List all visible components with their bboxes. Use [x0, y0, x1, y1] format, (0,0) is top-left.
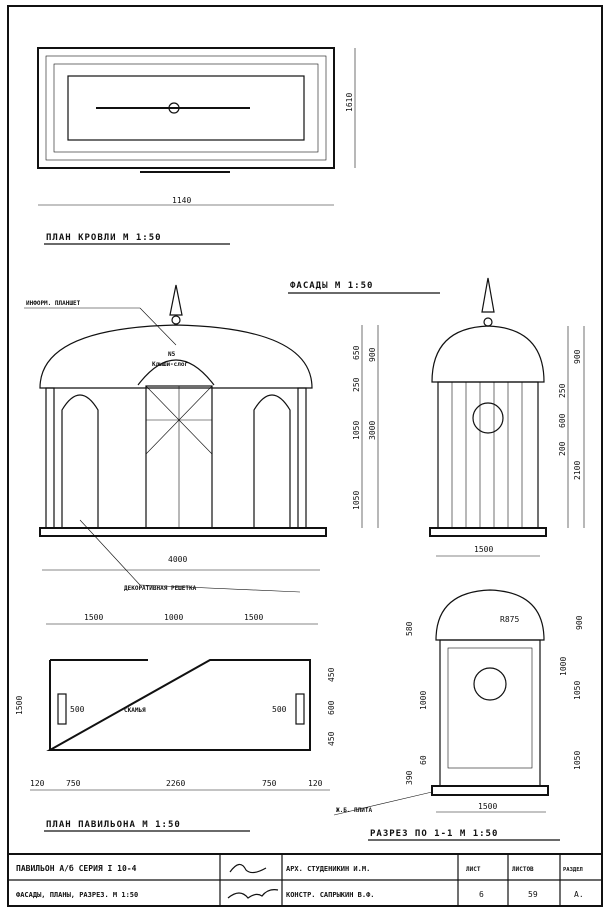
- pavilion-plan: 1500 1000 1500 500 500 СКАМЬЯ 1500 450 6…: [15, 613, 336, 832]
- side-facade: 1500 900 250 600 200 2100: [429, 277, 585, 557]
- dim: 1500: [244, 613, 263, 622]
- dim: 200: [558, 441, 567, 456]
- dim: 250: [352, 377, 361, 392]
- dim: 750: [262, 779, 277, 788]
- project-name: ПАВИЛЬОН А/б СЕРИЯ I 10-4: [16, 863, 137, 873]
- front-facade: ФАСАДЫ М 1:50 ИНФОРМ. ПЛАНШЕТ N5 Клыши-с…: [24, 281, 440, 593]
- engineer-name: КОНСТР. САПРЫКИН В.Ф.: [286, 891, 375, 899]
- dim: 600: [327, 700, 336, 715]
- dim: 250: [558, 383, 567, 398]
- dim: 750: [66, 779, 81, 788]
- roof-plan: 1140 1610 ПЛАН КРОВЛИ М 1:50: [37, 47, 356, 245]
- sheet-number: 6: [479, 890, 484, 899]
- dim: 650: [352, 345, 361, 360]
- dim: 450: [327, 731, 336, 746]
- dim: 2260: [166, 779, 185, 788]
- dim: 900: [368, 347, 377, 362]
- dim: 450: [327, 667, 336, 682]
- sheets-count: 59: [528, 890, 538, 899]
- sheet-title: ФАСАДЫ, ПЛАНЫ, РАЗРЕЗ. М 1:50: [16, 891, 138, 899]
- title-block: ПАВИЛЬОН А/б СЕРИЯ I 10-4 ФАСАДЫ, ПЛАНЫ,…: [7, 853, 603, 907]
- dim: 1000: [559, 657, 568, 676]
- dim: 2100: [573, 461, 582, 480]
- front-width-dim: 4000: [168, 555, 187, 564]
- board-number: N5: [168, 351, 176, 358]
- dim: 1050: [573, 681, 582, 700]
- section-1-1: R875 580 900 1000 1050 1000 1050 390 60 …: [333, 589, 584, 841]
- sheet-frame: [7, 5, 603, 907]
- dim: 1500: [478, 802, 497, 811]
- dim: 1000: [419, 691, 428, 710]
- dim: 900: [573, 349, 582, 364]
- dim: 1500: [15, 696, 24, 715]
- signature-architect: [229, 863, 267, 874]
- plan-title: ПЛАН ПАВИЛЬОНА М 1:50: [46, 820, 181, 830]
- dim: 500: [70, 705, 85, 714]
- dim: 600: [558, 413, 567, 428]
- dim: 900: [575, 615, 584, 630]
- dim: 1050: [352, 491, 361, 510]
- dim: 60: [419, 755, 428, 765]
- dim-height: 1610: [345, 93, 354, 112]
- radius-dim: R875: [500, 615, 519, 624]
- section-value: А.: [574, 890, 584, 899]
- dim: 1500: [84, 613, 103, 622]
- architect-name: АРХ. СТУДЕНИКИН И.М.: [286, 865, 370, 873]
- dim: 500: [272, 705, 287, 714]
- section-title: РАЗРЕЗ ПО 1-1 М 1:50: [370, 829, 498, 839]
- section-label: РАЗДЕЛ: [563, 867, 583, 873]
- roof-plan-title: ПЛАН КРОВЛИ М 1:50: [46, 233, 162, 243]
- signature-engineer: [227, 889, 279, 899]
- dim: 1000: [164, 613, 183, 622]
- bench-label: СКАМЬЯ: [124, 707, 146, 714]
- dim: 1050: [573, 751, 582, 770]
- dim: 120: [308, 779, 323, 788]
- dim: 120: [30, 779, 45, 788]
- dim-width: 1140: [172, 196, 191, 205]
- info-board-label: ИНФОРМ. ПЛАНШЕТ: [26, 300, 81, 307]
- sheet-label: ЛИСТ: [466, 866, 481, 873]
- side-width-dim: 1500: [474, 545, 493, 554]
- dim: 390: [405, 770, 414, 785]
- decor-grille-label: ДЕКОРАТИВНАЯ РЕШЕТКА: [124, 585, 197, 592]
- facades-title: ФАСАДЫ М 1:50: [290, 281, 373, 291]
- dim: 3000: [368, 421, 377, 440]
- dim: 1050: [352, 421, 361, 440]
- dim: 580: [405, 621, 414, 636]
- board-text: Клыши-слог: [152, 361, 188, 368]
- sheets-label: ЛИСТОВ: [512, 866, 534, 873]
